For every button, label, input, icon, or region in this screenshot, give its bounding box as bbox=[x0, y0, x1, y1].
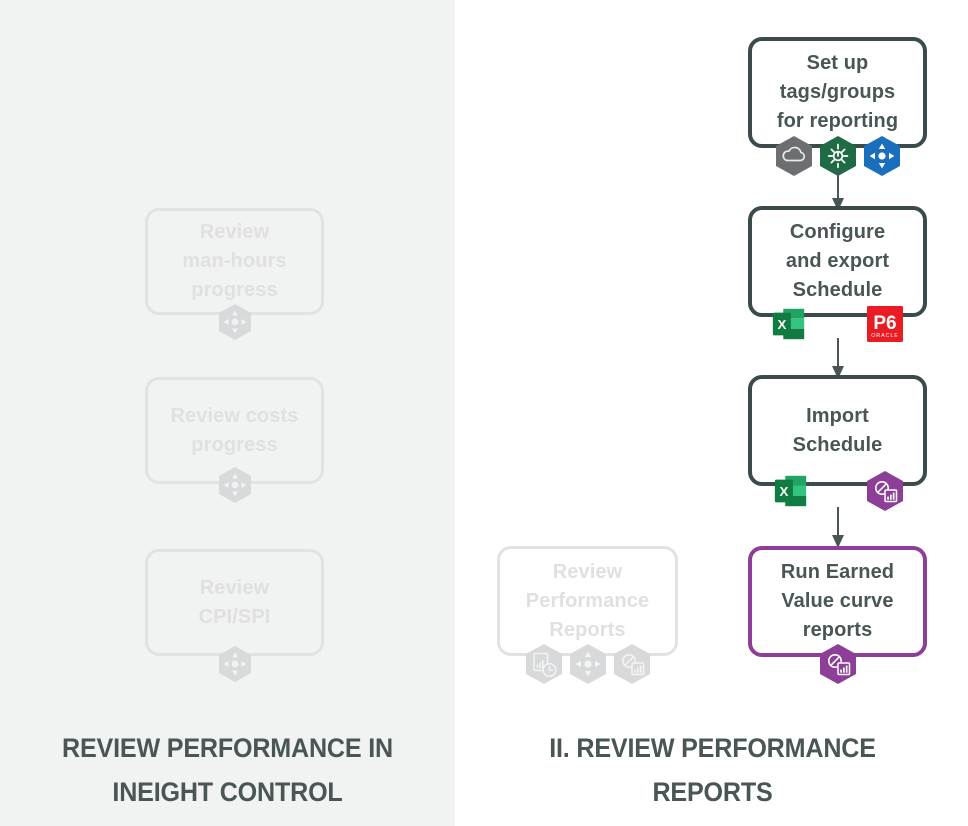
oracle-p6-icon: P6 ORACLE bbox=[865, 303, 905, 345]
icon-row-set-up-tags-groups bbox=[771, 135, 904, 177]
svg-text:X: X bbox=[779, 484, 788, 499]
svg-text:P6: P6 bbox=[873, 313, 896, 334]
svg-text:ORACLE: ORACLE bbox=[871, 333, 899, 339]
move-arrows-icon bbox=[216, 464, 254, 506]
node-label: Import Schedule bbox=[792, 404, 883, 456]
node-run-earned-value-curve-reports[interactable]: Run Earned Value curve reports bbox=[748, 546, 927, 657]
move-arrows-icon bbox=[216, 301, 254, 343]
node-set-up-tags-groups[interactable]: Set up tags/groups for reporting bbox=[748, 37, 927, 148]
icon-row-review-performance-reports bbox=[525, 643, 651, 685]
spark-connection-icon bbox=[819, 135, 857, 177]
node-label: Review man-hours progress bbox=[182, 221, 287, 301]
node-review-man-hours-progress[interactable]: Review man-hours progress bbox=[145, 208, 324, 315]
excel-icon: X bbox=[772, 470, 810, 512]
icon-row-review-costs bbox=[195, 464, 275, 506]
move-arrows-icon bbox=[216, 643, 254, 685]
excel-icon: X bbox=[770, 303, 808, 345]
node-label: Set up tags/groups for reporting bbox=[776, 52, 899, 132]
cloud-icon bbox=[775, 135, 813, 177]
left-panel-caption: REVIEW PERFORMANCE IN INEIGHT CONTROL bbox=[62, 733, 393, 807]
svg-text:X: X bbox=[777, 317, 786, 332]
icon-row-review-cpi-spi bbox=[195, 643, 275, 685]
report-chart-icon bbox=[819, 643, 857, 685]
right-panel-caption: II. REVIEW PERFORMANCE REPORTS bbox=[549, 733, 876, 807]
left-panel-background bbox=[0, 0, 455, 826]
arrow-configure-to-import bbox=[830, 338, 846, 385]
move-arrows-icon bbox=[569, 643, 607, 685]
node-label: Run Earned Value curve reports bbox=[780, 561, 895, 641]
report-chart-icon bbox=[613, 643, 651, 685]
icon-row-configure-and-export-schedule: X P6 ORACLE bbox=[770, 303, 905, 345]
move-arrows-icon bbox=[863, 135, 901, 177]
node-label: Review CPI/SPI bbox=[198, 576, 271, 628]
report-clock-icon bbox=[525, 643, 563, 685]
node-label: Review Performance Reports bbox=[525, 560, 650, 641]
icon-row-run-earned-value-curve-reports bbox=[818, 643, 858, 685]
node-review-cpi-spi[interactable]: Review CPI/SPI bbox=[145, 549, 324, 656]
node-review-performance-reports[interactable]: Review Performance Reports bbox=[497, 546, 678, 656]
arrow-setup-to-configure bbox=[830, 170, 846, 217]
node-import-schedule[interactable]: Import Schedule bbox=[748, 375, 927, 486]
node-label: Configure and export Schedule bbox=[785, 221, 890, 301]
node-label: Review costs progress bbox=[170, 404, 299, 456]
node-configure-and-export-schedule[interactable]: Configure and export Schedule bbox=[748, 206, 927, 317]
arrow-import-to-run bbox=[830, 507, 846, 554]
report-chart-icon bbox=[866, 470, 904, 512]
icon-row-review-man-hours bbox=[195, 301, 275, 343]
icon-row-import-schedule: X bbox=[772, 470, 904, 512]
